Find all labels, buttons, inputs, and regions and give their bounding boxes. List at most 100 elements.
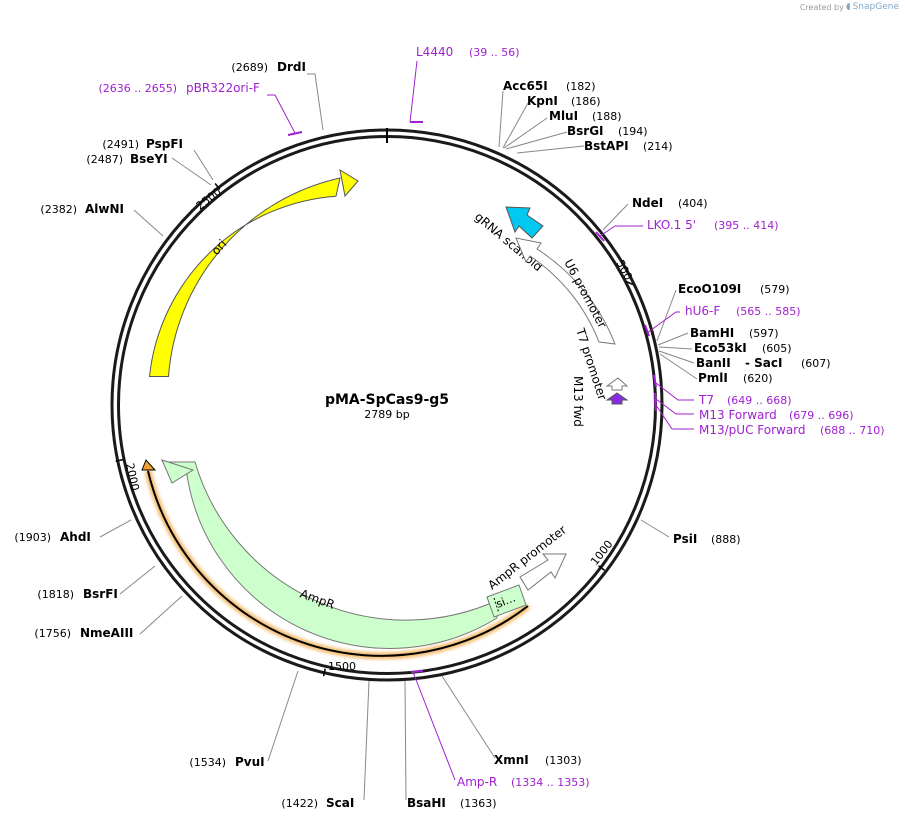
- feature-ampr-promoter[interactable]: AmpR promoter: [485, 523, 569, 593]
- enzyme-ahdi[interactable]: (1903) AhdI: [14, 530, 90, 544]
- enzyme-labels: (2689) DrdI Acc65I (182) KpnI (186) MluI…: [14, 60, 830, 810]
- svg-text:Eco53kI: Eco53kI: [694, 341, 747, 355]
- svg-text:DrdI: DrdI: [277, 60, 306, 74]
- feature-amp-r-region: [141, 459, 531, 660]
- primer-lko1-5[interactable]: LKO.1 5' (395 .. 414): [647, 218, 779, 232]
- svg-text:(597): (597): [749, 327, 779, 340]
- primer-labels: L4440 (39 .. 56) (2636 .. 2655) pBR322or…: [98, 45, 884, 789]
- svg-text:BstAPI: BstAPI: [584, 139, 629, 153]
- svg-text:(1422): (1422): [281, 797, 318, 810]
- enzyme-pspfi[interactable]: (2491) PspFI: [102, 137, 183, 151]
- svg-text:AhdI: AhdI: [60, 530, 91, 544]
- plasmid-length: 2789 bp: [364, 408, 409, 421]
- enzyme-bsahi[interactable]: BsaHI (1363): [407, 796, 497, 810]
- svg-text:BseYI: BseYI: [130, 152, 168, 166]
- svg-text:(565 .. 585): (565 .. 585): [736, 305, 801, 318]
- svg-text:(1903): (1903): [14, 531, 51, 544]
- svg-text:(888): (888): [711, 533, 741, 546]
- svg-text:(39 .. 56): (39 .. 56): [469, 46, 520, 59]
- svg-text:(188): (188): [592, 110, 622, 123]
- enzyme-banii[interactable]: BanII: [696, 356, 731, 370]
- svg-text:XmnI: XmnI: [494, 753, 529, 767]
- credit-brand: SnapGene: [852, 2, 899, 12]
- enzyme-drdi[interactable]: (2689) DrdI: [231, 60, 306, 74]
- enzyme-bamhi[interactable]: BamHI (597): [690, 326, 779, 340]
- enzyme-eco0109i[interactable]: EcoO109I (579): [678, 282, 790, 296]
- tick-label-1500: 1500: [328, 660, 356, 673]
- enzyme-mlui[interactable]: MluI (188): [549, 109, 622, 123]
- primer-m13-forward[interactable]: M13 Forward (679 .. 696): [699, 408, 854, 422]
- enzyme-saci[interactable]: - SacI (607): [745, 356, 831, 370]
- plasmid-name: pMA-SpCas9-g5: [325, 392, 449, 408]
- svg-text:BsrGI: BsrGI: [567, 124, 604, 138]
- svg-text:(2636 .. 2655): (2636 .. 2655): [98, 82, 177, 95]
- primer-leaders: [267, 60, 694, 781]
- svg-text:BanII: BanII: [696, 356, 731, 370]
- svg-text:(404): (404): [678, 197, 708, 210]
- svg-text:NdeI: NdeI: [632, 196, 663, 210]
- svg-text:(1534): (1534): [189, 756, 226, 769]
- enzyme-psii[interactable]: PsiI (888): [673, 532, 741, 546]
- svg-text:BsrFI: BsrFI: [83, 587, 118, 601]
- enzyme-scai[interactable]: (1422) ScaI: [281, 796, 354, 810]
- enzyme-nmeaiii[interactable]: (1756) NmeAIII: [34, 626, 133, 640]
- enzyme-bsrfi[interactable]: (1818) BsrFI: [37, 587, 117, 601]
- feature-ori[interactable]: ori: [148, 168, 359, 377]
- primer-amp-r[interactable]: Amp-R (1334 .. 1353): [457, 775, 590, 789]
- svg-text:(395 .. 414): (395 .. 414): [714, 219, 779, 232]
- svg-text:(194): (194): [618, 125, 648, 138]
- enzyme-bstapi[interactable]: BstAPI (214): [584, 139, 673, 153]
- svg-text:(2689): (2689): [231, 61, 268, 74]
- feature-u6-promoter[interactable]: U6 promoter: [515, 237, 616, 345]
- enzyme-bseyi[interactable]: (2487) BseYI: [86, 152, 167, 166]
- feature-m13-fwd[interactable]: M13 fwd: [571, 376, 629, 427]
- primer-l4440[interactable]: L4440 (39 .. 56): [416, 45, 520, 59]
- snapgene-logo-icon: ◖: [845, 2, 851, 12]
- svg-text:(688 .. 710): (688 .. 710): [820, 424, 885, 437]
- enzyme-pvui[interactable]: (1534) PvuI: [189, 755, 264, 769]
- enzyme-eco53ki[interactable]: Eco53kI (605): [694, 341, 792, 355]
- enzyme-alwni[interactable]: (2382) AlwNI: [40, 202, 124, 216]
- enzyme-xmni[interactable]: XmnI (1303): [494, 753, 582, 767]
- svg-text:AlwNI: AlwNI: [85, 202, 124, 216]
- svg-text:PspFI: PspFI: [146, 137, 183, 151]
- svg-text:MluI: MluI: [549, 109, 578, 123]
- svg-text:(1818): (1818): [37, 588, 74, 601]
- svg-text:PsiI: PsiI: [673, 532, 697, 546]
- primer-marks: [287, 121, 657, 673]
- svg-text:PvuI: PvuI: [235, 755, 265, 769]
- svg-text:T7: T7: [698, 393, 714, 407]
- enzyme-leaders: [99, 73, 698, 801]
- svg-text:(214): (214): [643, 140, 673, 153]
- svg-text:hU6-F: hU6-F: [685, 304, 720, 318]
- primer-t7[interactable]: T7 (649 .. 668): [698, 393, 792, 407]
- enzyme-kpni[interactable]: KpnI (186): [527, 94, 601, 108]
- svg-text:NmeAIII: NmeAIII: [80, 626, 133, 640]
- enzyme-ndei[interactable]: NdeI (404): [632, 196, 708, 210]
- svg-text:(1303): (1303): [545, 754, 582, 767]
- svg-text:L4440: L4440: [416, 45, 453, 59]
- primer-pbr322ori-f[interactable]: (2636 .. 2655) pBR322ori-F: [98, 81, 260, 95]
- svg-text:(679 .. 696): (679 .. 696): [789, 409, 854, 422]
- svg-text:(182): (182): [566, 80, 596, 93]
- svg-text:(1334 .. 1353): (1334 .. 1353): [511, 776, 590, 789]
- svg-text:EcoO109I: EcoO109I: [678, 282, 741, 296]
- feature-grna-scaffold[interactable]: gRNA scaffold: [472, 206, 545, 274]
- svg-text:M13/pUC Forward: M13/pUC Forward: [699, 423, 806, 437]
- feature-signal-peptide[interactable]: si…: [486, 584, 527, 618]
- enzyme-acc65i[interactable]: Acc65I (182): [503, 79, 596, 93]
- svg-text:LKO.1 5': LKO.1 5': [647, 218, 696, 232]
- svg-text:(607): (607): [801, 357, 831, 370]
- primer-m13-puc-forward[interactable]: M13/pUC Forward (688 .. 710): [699, 423, 885, 437]
- svg-text:KpnI: KpnI: [527, 94, 558, 108]
- enzyme-bsrgi[interactable]: BsrGI (194): [567, 124, 648, 138]
- svg-text:(2382): (2382): [40, 203, 77, 216]
- svg-text:pBR322ori-F: pBR322ori-F: [186, 81, 260, 95]
- svg-text:ScaI: ScaI: [326, 796, 354, 810]
- svg-text:(1363): (1363): [460, 797, 497, 810]
- feature-ampr[interactable]: AmpR: [161, 459, 499, 649]
- primer-hu6-f[interactable]: hU6-F (565 .. 585): [685, 304, 801, 318]
- enzyme-pmli[interactable]: PmlI (620): [698, 371, 773, 385]
- svg-text:(186): (186): [571, 95, 601, 108]
